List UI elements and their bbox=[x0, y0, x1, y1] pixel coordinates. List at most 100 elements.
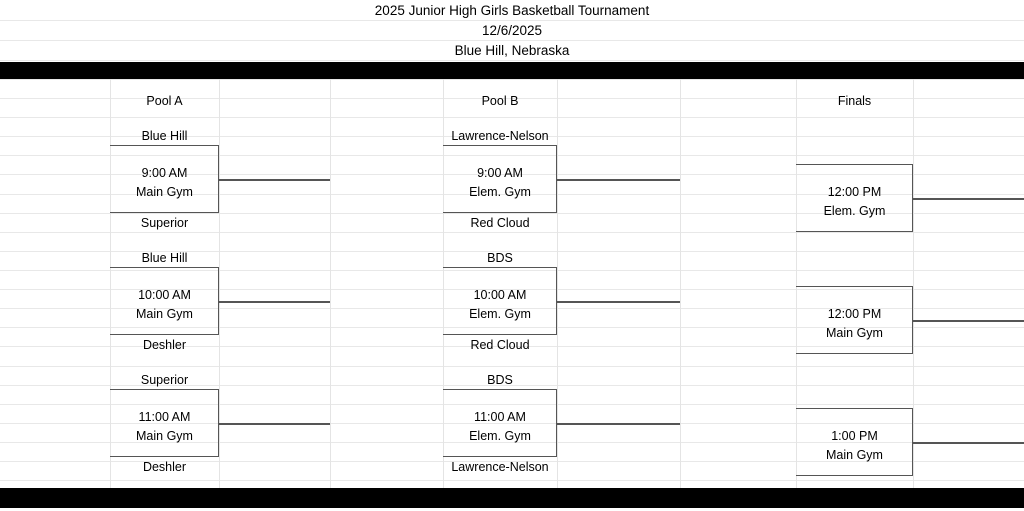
bracket-connector-line bbox=[557, 423, 680, 425]
bracket-team-top[interactable]: Blue Hill bbox=[141, 128, 188, 143]
bracket-team-bottom[interactable]: Superior bbox=[140, 215, 189, 230]
game-time: 1:00 PM bbox=[831, 429, 878, 443]
grid-line-vertical bbox=[110, 79, 111, 488]
bracket-connector-line bbox=[219, 179, 330, 181]
grid-line-horizontal bbox=[0, 289, 1024, 290]
bracket-box bbox=[110, 267, 219, 335]
grid-line-horizontal bbox=[0, 423, 1024, 424]
grid-line-horizontal bbox=[0, 174, 1024, 175]
column-heading-pool-b: Pool B bbox=[481, 93, 519, 108]
bracket-connector-line bbox=[219, 301, 330, 303]
grid-line-horizontal bbox=[0, 136, 1024, 137]
bracket-box bbox=[796, 164, 913, 232]
bracket-team-top[interactable]: Blue Hill bbox=[141, 250, 188, 265]
bracket-game[interactable]: 1:00 PM Main Gym bbox=[796, 389, 1024, 495]
grid-line-horizontal bbox=[0, 20, 1024, 21]
bracket-team-bottom[interactable]: Deshler bbox=[142, 459, 187, 474]
bracket-team-top[interactable]: BDS bbox=[487, 372, 513, 387]
bracket-game-details[interactable]: 9:00 AM Main Gym bbox=[110, 164, 219, 202]
game-time: 9:00 AM bbox=[477, 166, 523, 180]
bracket-box bbox=[110, 389, 219, 457]
game-venue: Elem. Gym bbox=[469, 307, 531, 321]
grid-line-horizontal bbox=[0, 480, 1024, 481]
grid-line-vertical bbox=[796, 79, 797, 488]
game-time: 11:00 AM bbox=[138, 410, 191, 424]
grid-line-horizontal bbox=[0, 40, 1024, 41]
grid-line-horizontal bbox=[0, 461, 1024, 462]
game-time: 12:00 PM bbox=[827, 307, 882, 321]
grid-line-horizontal bbox=[0, 270, 1024, 271]
separator-bar-top bbox=[0, 62, 1024, 79]
grid-line-horizontal bbox=[0, 98, 1024, 99]
grid-line-horizontal bbox=[0, 213, 1024, 214]
grid-line-horizontal bbox=[0, 155, 1024, 156]
bracket-team-top[interactable]: Superior bbox=[140, 372, 189, 387]
bracket-connector-line bbox=[557, 179, 680, 181]
grid-line-horizontal bbox=[0, 194, 1024, 195]
grid-line-horizontal bbox=[0, 404, 1024, 405]
bracket-team-bottom[interactable]: Deshler bbox=[142, 337, 187, 352]
grid-line-horizontal bbox=[0, 442, 1024, 443]
bracket-connector-line bbox=[913, 320, 1024, 322]
game-venue: Main Gym bbox=[826, 326, 883, 340]
bracket-game[interactable]: 12:00 PM Main Gym bbox=[796, 267, 1024, 373]
bracket-team-bottom[interactable]: Red Cloud bbox=[470, 215, 530, 230]
bracket-connector-line bbox=[913, 442, 1024, 444]
bracket-game-details[interactable]: 1:00 PM Main Gym bbox=[796, 427, 913, 465]
bracket-connector-line bbox=[557, 301, 680, 303]
grid-line-vertical bbox=[219, 79, 220, 488]
grid-line-vertical bbox=[913, 79, 914, 488]
bracket-connector-line bbox=[913, 198, 1024, 200]
grid-line-horizontal bbox=[0, 232, 1024, 233]
game-venue: Elem. Gym bbox=[469, 429, 531, 443]
game-venue: Elem. Gym bbox=[823, 204, 886, 218]
grid-line-vertical bbox=[330, 79, 331, 488]
grid-line-horizontal bbox=[0, 327, 1024, 328]
tournament-location: Blue Hill, Nebraska bbox=[454, 42, 570, 58]
bracket-box bbox=[796, 286, 913, 354]
grid-line-vertical bbox=[557, 79, 558, 488]
bracket-team-bottom[interactable]: Red Cloud bbox=[470, 337, 530, 352]
bracket-team-top[interactable]: Lawrence-Nelson bbox=[451, 128, 549, 143]
page-title: 2025 Junior High Girls Basketball Tourna… bbox=[374, 2, 650, 18]
bracket-team-bottom[interactable]: Lawrence-Nelson bbox=[451, 459, 549, 474]
tournament-date: 12/6/2025 bbox=[481, 22, 543, 38]
column-heading-finals: Finals bbox=[837, 93, 872, 108]
bracket-connector-line bbox=[219, 423, 330, 425]
grid-line-horizontal bbox=[0, 346, 1024, 347]
bracket-game-details[interactable]: 12:00 PM Main Gym bbox=[796, 305, 913, 343]
grid-line-horizontal bbox=[0, 385, 1024, 386]
bracket-box bbox=[443, 267, 557, 335]
game-venue: Main Gym bbox=[136, 307, 193, 321]
grid-line-horizontal bbox=[0, 79, 1024, 80]
bracket-box bbox=[796, 408, 913, 476]
game-venue: Elem. Gym bbox=[469, 185, 531, 199]
bracket-game-details[interactable]: 9:00 AM Elem. Gym bbox=[443, 164, 557, 202]
grid-line-horizontal bbox=[0, 60, 1024, 61]
game-time: 11:00 AM bbox=[474, 410, 526, 424]
game-time: 9:00 AM bbox=[141, 166, 188, 180]
grid-line-horizontal bbox=[0, 366, 1024, 367]
grid-line-horizontal bbox=[0, 308, 1024, 309]
grid-line-vertical bbox=[443, 79, 444, 488]
game-venue: Main Gym bbox=[826, 448, 883, 462]
grid-line-vertical bbox=[680, 79, 681, 488]
bracket-box bbox=[110, 145, 219, 213]
game-venue: Main Gym bbox=[136, 185, 193, 199]
bracket-box bbox=[443, 145, 557, 213]
bracket-game-details[interactable]: 11:00 AM Elem. Gym bbox=[443, 408, 557, 446]
grid-line-horizontal bbox=[0, 251, 1024, 252]
bracket-team-top[interactable]: BDS bbox=[487, 250, 513, 265]
